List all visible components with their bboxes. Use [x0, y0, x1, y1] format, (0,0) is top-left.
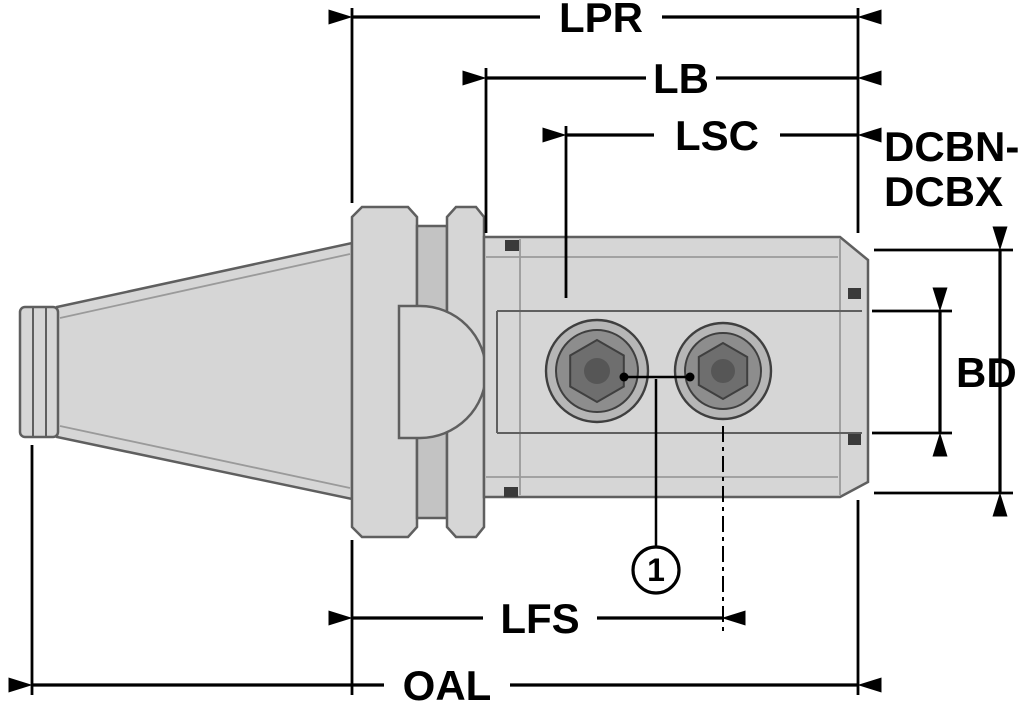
- screw-center-dot-front: [619, 372, 629, 382]
- dim-label-oal: OAL: [403, 662, 492, 703]
- label-background: [654, 118, 780, 152]
- dim-lfs: LFS: [328, 540, 746, 695]
- shank-nose: [18, 305, 60, 439]
- dim-label-bd: BD: [956, 349, 1017, 396]
- callout-1: 1: [619, 372, 695, 595]
- dim-lb: LB: [462, 55, 882, 233]
- taper-shank: [18, 241, 354, 501]
- body-bottom-slot-mark: [504, 487, 518, 497]
- label-background: [646, 61, 716, 95]
- tool-holder-drawing: [18, 205, 870, 634]
- cone-inner-line-top: [59, 253, 351, 319]
- clamp-screw-front: [544, 318, 650, 424]
- body-top-slot-mark: [505, 240, 519, 251]
- callout-balloon: [631, 545, 681, 595]
- clamp-screw-rear: [673, 321, 773, 421]
- dim-oal: OAL: [8, 445, 882, 703]
- label-background: [384, 668, 510, 703]
- hex-socket-core: [584, 358, 610, 384]
- cone-inner-line-bottom: [59, 425, 351, 489]
- v-flange: [350, 205, 488, 539]
- dim-label-lfs: LFS: [500, 595, 579, 642]
- face-bottom-slot-mark: [848, 434, 861, 445]
- dim-label-dcbn-line1: DCBN-: [884, 123, 1019, 170]
- dim-label-lpr: LPR: [559, 0, 643, 41]
- dim-lsc: LSC: [542, 112, 882, 298]
- hex-socket-core: [711, 359, 735, 383]
- taper-cone-outline: [55, 241, 354, 501]
- dim-label-lsc: LSC: [675, 112, 759, 159]
- dim-dcbn-dcbx: DCBN- DCBX: [874, 123, 1019, 517]
- label-background: [540, 0, 662, 34]
- label-background: [483, 601, 597, 635]
- screw-center-dot-rear: [685, 372, 695, 382]
- face-top-slot-mark: [848, 288, 861, 299]
- dimension-annotations: LPR LB LSC DCBN- DCBX BD: [8, 0, 1019, 703]
- dim-lpr: LPR: [328, 0, 882, 233]
- flange-rib-left: [350, 205, 419, 539]
- dim-bd: BD: [872, 287, 1017, 457]
- callout-number: 1: [647, 552, 665, 588]
- dim-label-dcbn-line2: DCBX: [884, 168, 1003, 215]
- dim-label-lb: LB: [653, 55, 709, 102]
